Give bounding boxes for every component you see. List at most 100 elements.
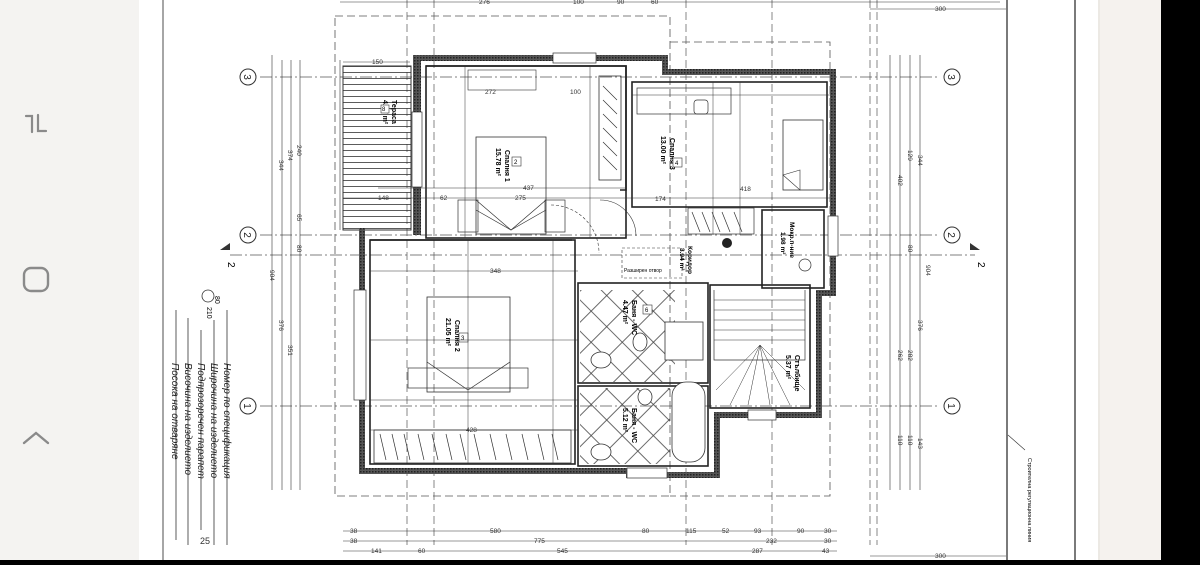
svg-text:1.98 m²: 1.98 m² xyxy=(779,232,786,255)
svg-text:115: 115 xyxy=(686,528,697,535)
svg-text:2: 2 xyxy=(945,232,956,238)
svg-text:Спалня 3: Спалня 3 xyxy=(668,138,675,170)
svg-text:545: 545 xyxy=(557,548,568,555)
svg-text:148: 148 xyxy=(378,195,389,202)
svg-text:Баня - WC: Баня - WC xyxy=(630,408,637,443)
svg-text:100: 100 xyxy=(573,0,584,6)
svg-text:129: 129 xyxy=(906,150,913,161)
chevron-up-icon xyxy=(22,431,50,445)
boundary-label: Строителна регулационна линия xyxy=(1007,434,1032,542)
svg-text:25: 25 xyxy=(200,536,210,546)
axis-bubbles-right xyxy=(943,68,961,415)
svg-text:4: 4 xyxy=(675,161,679,167)
svg-text:3: 3 xyxy=(945,74,956,80)
svg-text:2: 2 xyxy=(225,262,236,268)
svg-text:428: 428 xyxy=(466,427,477,434)
svg-text:38: 38 xyxy=(350,528,358,535)
room-bedroom-2: Спалня 2 21.05 m² 3 xyxy=(373,296,572,464)
svg-text:5.37 m²: 5.37 m² xyxy=(784,355,791,380)
room-bedroom-3: Спалня 3 13.00 m² 4 xyxy=(636,87,824,235)
svg-text:276: 276 xyxy=(479,0,490,6)
svg-text:904: 904 xyxy=(268,270,275,281)
svg-text:418: 418 xyxy=(740,186,751,193)
screen-edge xyxy=(1161,0,1200,560)
svg-text:62: 62 xyxy=(440,195,448,202)
svg-text:300: 300 xyxy=(935,553,946,560)
svg-text:775: 775 xyxy=(534,538,545,545)
svg-text:2: 2 xyxy=(241,232,252,238)
svg-text:80: 80 xyxy=(295,245,302,253)
room-dimensions: 272 100 437 275 62 148 418 174 348 428 xyxy=(343,66,830,464)
svg-text:376: 376 xyxy=(916,320,923,331)
svg-text:110: 110 xyxy=(896,435,903,446)
svg-text:Спалня 2: Спалня 2 xyxy=(453,320,460,352)
svg-text:Спалня 1: Спалня 1 xyxy=(503,150,510,182)
svg-text:Строителна регулационна линия: Строителна регулационна линия xyxy=(1026,458,1032,542)
svg-text:348: 348 xyxy=(490,268,501,275)
svg-text:38: 38 xyxy=(350,538,358,545)
svg-text:30: 30 xyxy=(824,538,832,545)
svg-text:282: 282 xyxy=(906,350,913,361)
svg-text:262: 262 xyxy=(896,350,903,361)
svg-text:5.12 m²: 5.12 m² xyxy=(621,408,628,433)
back-button[interactable] xyxy=(16,418,56,458)
svg-text:4.47 m²: 4.47 m² xyxy=(621,300,628,325)
svg-text:210: 210 xyxy=(205,307,212,319)
svg-text:374: 374 xyxy=(286,150,293,161)
svg-text:60: 60 xyxy=(651,0,659,6)
svg-text:15.78 m²: 15.78 m² xyxy=(494,148,501,177)
svg-text:Тераса: Тераса xyxy=(390,100,397,124)
svg-text:240: 240 xyxy=(295,145,302,156)
bottom-dimension-lines xyxy=(343,530,837,552)
svg-text:344: 344 xyxy=(916,155,923,166)
room-laundry: Мокр.п-ние 1.98 m² xyxy=(779,222,812,272)
svg-text:90: 90 xyxy=(617,0,625,6)
svg-text:143: 143 xyxy=(916,438,923,449)
svg-text:Номер по спецификация: Номер по спецификация xyxy=(221,363,233,479)
svg-text:52: 52 xyxy=(722,528,730,535)
svg-text:2: 2 xyxy=(514,160,518,166)
svg-text:21.05 m²: 21.05 m² xyxy=(444,318,451,347)
svg-text:43: 43 xyxy=(822,548,830,555)
svg-text:93: 93 xyxy=(754,528,762,535)
legend: 80 210 Номер по спецификация Широчина на… xyxy=(169,289,233,546)
right-panel xyxy=(1098,0,1161,560)
home-button[interactable] xyxy=(16,260,56,300)
navigation-bar xyxy=(0,0,139,560)
svg-text:110: 110 xyxy=(906,435,913,446)
svg-text:300: 300 xyxy=(935,6,946,13)
section-mark-left: 2 xyxy=(220,243,236,268)
svg-text:65: 65 xyxy=(295,214,302,222)
section-mark-right: 2 xyxy=(970,243,986,268)
svg-text:272: 272 xyxy=(485,89,496,96)
svg-text:150: 150 xyxy=(372,59,383,66)
svg-text:Баня - WC: Баня - WC xyxy=(630,300,637,335)
terrace: Тераса 4.67 m² 8 xyxy=(342,65,412,231)
svg-text:Разширен отвор: Разширен отвор xyxy=(624,268,662,274)
svg-text:8: 8 xyxy=(382,107,386,113)
svg-text:60: 60 xyxy=(418,548,426,555)
room-bedroom-1: Спалня 1 15.78 m² 2 xyxy=(457,69,622,235)
axis-bubbles-left xyxy=(239,68,257,415)
svg-text:6: 6 xyxy=(645,308,649,314)
svg-text:13.00 m²: 13.00 m² xyxy=(659,136,666,165)
room-corridor: Коридор 3.94 m² Разширен отвор xyxy=(550,199,732,279)
svg-text:30: 30 xyxy=(824,528,832,535)
recents-button[interactable] xyxy=(16,104,56,144)
svg-text:437: 437 xyxy=(523,185,534,192)
svg-text:1: 1 xyxy=(241,403,252,409)
svg-text:80: 80 xyxy=(906,245,913,253)
svg-text:Широчина на изделието: Широчина на изделието xyxy=(208,363,219,479)
room-staircase: Стълбище 5.37 m² xyxy=(713,290,806,406)
svg-text:90: 90 xyxy=(797,528,805,535)
svg-text:580: 580 xyxy=(490,528,501,535)
svg-text:3: 3 xyxy=(241,74,252,80)
room-bathroom-6: Баня - WC 4.47 m² 6 xyxy=(580,290,704,382)
svg-text:2: 2 xyxy=(975,262,986,268)
svg-text:3: 3 xyxy=(461,336,465,342)
image-viewer[interactable]: 3 2 1 3 2 1 2 2 xyxy=(139,0,1098,560)
svg-text:351: 351 xyxy=(286,345,293,356)
svg-text:1: 1 xyxy=(945,403,956,409)
svg-text:141: 141 xyxy=(371,548,382,555)
svg-text:Стълбище: Стълбище xyxy=(793,355,801,391)
